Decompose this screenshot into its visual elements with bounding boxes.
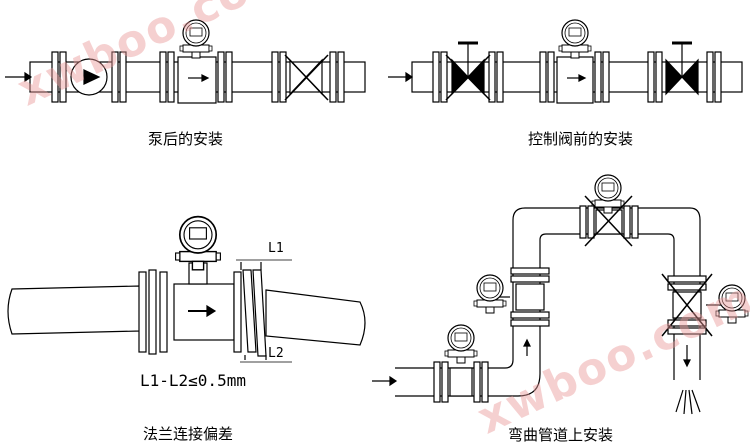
dimension-l1-label: L1 (268, 241, 284, 256)
panel-before-valve (388, 19, 743, 104)
caption-before-valve: 控制阀前的安装 (528, 130, 634, 148)
panel-after-pump (5, 19, 366, 104)
panel-flange-deviation (7, 215, 366, 363)
caption-flange-deviation: 法兰连接偏差 (143, 425, 234, 443)
pipe (265, 289, 366, 346)
panel-curved-pipe (372, 174, 749, 415)
tolerance-formula: L1-L2≤0.5mm (140, 371, 246, 390)
flowmeter-body (556, 56, 594, 104)
caption-after-pump: 泵后的安装 (148, 130, 224, 148)
dimension-l2-label: L2 (268, 346, 284, 361)
caption-curved-pipe: 弯曲管道上安装 (508, 426, 614, 444)
flowmeter-body (449, 367, 473, 397)
pipe (7, 285, 141, 335)
flowmeter-body (515, 283, 545, 311)
flowmeter-body (177, 56, 217, 104)
control-valve-icon (665, 58, 683, 96)
